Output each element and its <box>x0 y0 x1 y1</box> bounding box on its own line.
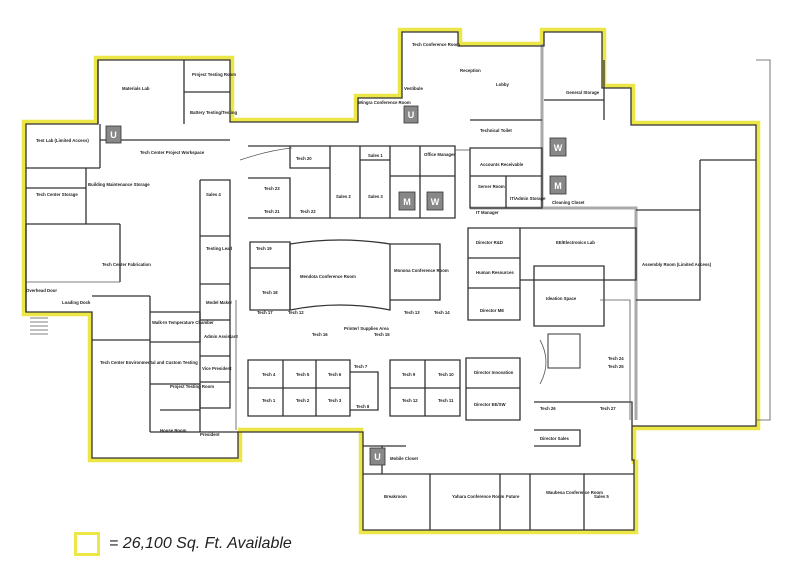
label-tech-center-storage: Tech Center Storage <box>36 192 78 197</box>
label-tech-11: Tech 11 <box>438 398 454 403</box>
label-project-testing-room-bottom: Project Testing Room <box>170 384 214 389</box>
label-tech-21: Tech 21 <box>264 209 280 214</box>
label-ee-electronics-lab: EE/Electronics Lab <box>556 240 595 245</box>
label-tech-16: Tech 16 <box>312 332 328 337</box>
label-tech-2: Tech 2 <box>296 398 310 403</box>
marker-w-1: W <box>554 143 563 153</box>
marker-u-2: U <box>408 110 415 120</box>
label-tech-15: Tech 15 <box>374 332 390 337</box>
label-tech-conference-room: Tech Conference Room <box>412 42 460 47</box>
label-tech-10: Tech 10 <box>438 372 454 377</box>
label-tech-12: Tech 12 <box>288 310 304 315</box>
label-human-resources: Human Resources <box>476 270 514 275</box>
marker-u-3: U <box>374 452 381 462</box>
label-assembly-room: Assembly Room (Limited Access) <box>642 262 712 267</box>
legend: = 26,100 Sq. Ft. Available <box>74 528 292 560</box>
label-overhead-door: Overhead Door <box>26 288 57 293</box>
label-sales-4: Sales 4 <box>206 192 221 197</box>
label-battery-testing: Battery Testing/Testing <box>190 110 237 115</box>
label-vice-president: Vice President <box>202 366 232 371</box>
label-building-maintenance: Building Maintenance Storage <box>88 182 150 187</box>
label-house-room: House Room <box>160 428 187 433</box>
label-tech-center-project-workspace: Tech Center Project Workspace <box>140 150 205 155</box>
label-loading-dock: Loading Dock <box>62 300 91 305</box>
label-materials-lab: Materials Lab <box>122 86 150 91</box>
marker-u-1: U <box>110 130 117 140</box>
label-future: Future <box>506 494 520 499</box>
label-mendota-conference: Mendota Conference Room <box>300 274 356 279</box>
label-server-room: Server Room <box>478 184 505 189</box>
label-tech-3: Tech 3 <box>328 398 342 403</box>
available-area-outlines <box>21 27 761 535</box>
label-cleaning-closet: Cleaning Closet <box>552 200 585 205</box>
label-tech-5: Tech 5 <box>296 372 310 377</box>
room-labels: Tech Conference Room Reception Lobby Ves… <box>26 42 712 499</box>
label-vestibule: Vestibule <box>404 86 423 91</box>
label-sales-5: Sales 5 <box>594 494 609 499</box>
label-sales-1: Sales 1 <box>368 153 383 158</box>
label-office-manager: Office Manager <box>424 152 455 157</box>
label-tech-24: Tech 24 <box>608 356 624 361</box>
label-reception: Reception <box>460 68 481 73</box>
walls <box>25 31 771 531</box>
label-tech-17: Tech 17 <box>257 310 273 315</box>
label-tech-1: Tech 1 <box>262 398 276 403</box>
label-ideation-space: Ideation Space <box>546 296 577 301</box>
label-tech-13: Tech 13 <box>404 310 420 315</box>
label-tech-20: Tech 20 <box>296 156 312 161</box>
marker-m-2: M <box>403 197 411 207</box>
label-monona-conference: Monona Conference Room <box>394 268 449 273</box>
label-tech-center-env: Tech Center Environmental and Custom Tes… <box>100 360 198 365</box>
label-tech-6: Tech 6 <box>328 372 342 377</box>
legend-text: = 26,100 Sq. Ft. Available <box>109 535 292 552</box>
label-testing-lead: Testing Lead <box>206 246 233 251</box>
label-tech-12b: Tech 12 <box>402 398 418 403</box>
label-accounts-receivable: Accounts Receivable <box>480 162 524 167</box>
label-tech-9: Tech 9 <box>402 372 416 377</box>
label-tech-27: Tech 27 <box>600 406 616 411</box>
label-director-sales: Director Sales <box>540 436 570 441</box>
label-director-rd: Director R&D <box>476 240 503 245</box>
label-tech-25: Tech 25 <box>608 364 624 369</box>
label-tech-7: Tech 7 <box>354 364 368 369</box>
label-model-maker: Model Maker <box>206 300 232 305</box>
label-breakroom: Breakroom <box>384 494 407 499</box>
label-yahara-conference: Yahara Conference Room <box>452 494 504 499</box>
label-tech-26: Tech 26 <box>540 406 556 411</box>
label-sales-3: Sales 3 <box>368 194 383 199</box>
marker-m-1: M <box>554 181 562 191</box>
label-tech-14: Tech 14 <box>434 310 450 315</box>
label-wingra-conference: Wingra Conference Room <box>358 100 411 105</box>
label-admin-assistant: Admin Assistant <box>204 334 238 339</box>
label-president: President <box>200 432 220 437</box>
label-tech-18: Tech 18 <box>262 290 278 295</box>
label-general-storage: General Storage <box>566 90 600 95</box>
available-outline-west <box>21 27 761 535</box>
label-it-manager: IT Manager <box>476 210 499 215</box>
label-tech-center-fabrication: Tech Center Fabrication <box>102 262 151 267</box>
label-it-admin-storage: IT/Admin Storage <box>510 196 546 201</box>
label-director-eesw: Director EE/SW <box>474 402 506 407</box>
label-tech-4: Tech 4 <box>262 372 276 377</box>
label-project-testing-room-top: Project Testing Room <box>192 72 236 77</box>
label-tech-8: Tech 8 <box>356 404 370 409</box>
label-printer-supplies: Printer/ Supplies Area <box>344 326 389 331</box>
label-lobby: Lobby <box>496 82 509 87</box>
legend-swatch <box>74 532 100 556</box>
marker-boxes: U U U W M M W <box>105 105 567 466</box>
label-tech-23: Tech 23 <box>264 186 280 191</box>
label-director-innovation: Director Innovation <box>474 370 514 375</box>
label-sales-2: Sales 2 <box>336 194 351 199</box>
label-walk-in-chamber: Walk-In Temperature Chamber <box>152 320 214 325</box>
label-technical-toilet: Technical Toilet <box>480 128 512 133</box>
label-tech-22: Tech 22 <box>300 209 316 214</box>
marker-w-2: W <box>431 197 440 207</box>
label-test-lab: Test Lab (Limited Access) <box>36 138 89 143</box>
label-mobile-closet: Mobile Closet <box>390 456 419 461</box>
label-waubesa-conference: Waubesa Conference Room <box>546 490 603 495</box>
label-director-me: Director ME <box>480 308 504 313</box>
label-tech-19: Tech 19 <box>256 246 272 251</box>
